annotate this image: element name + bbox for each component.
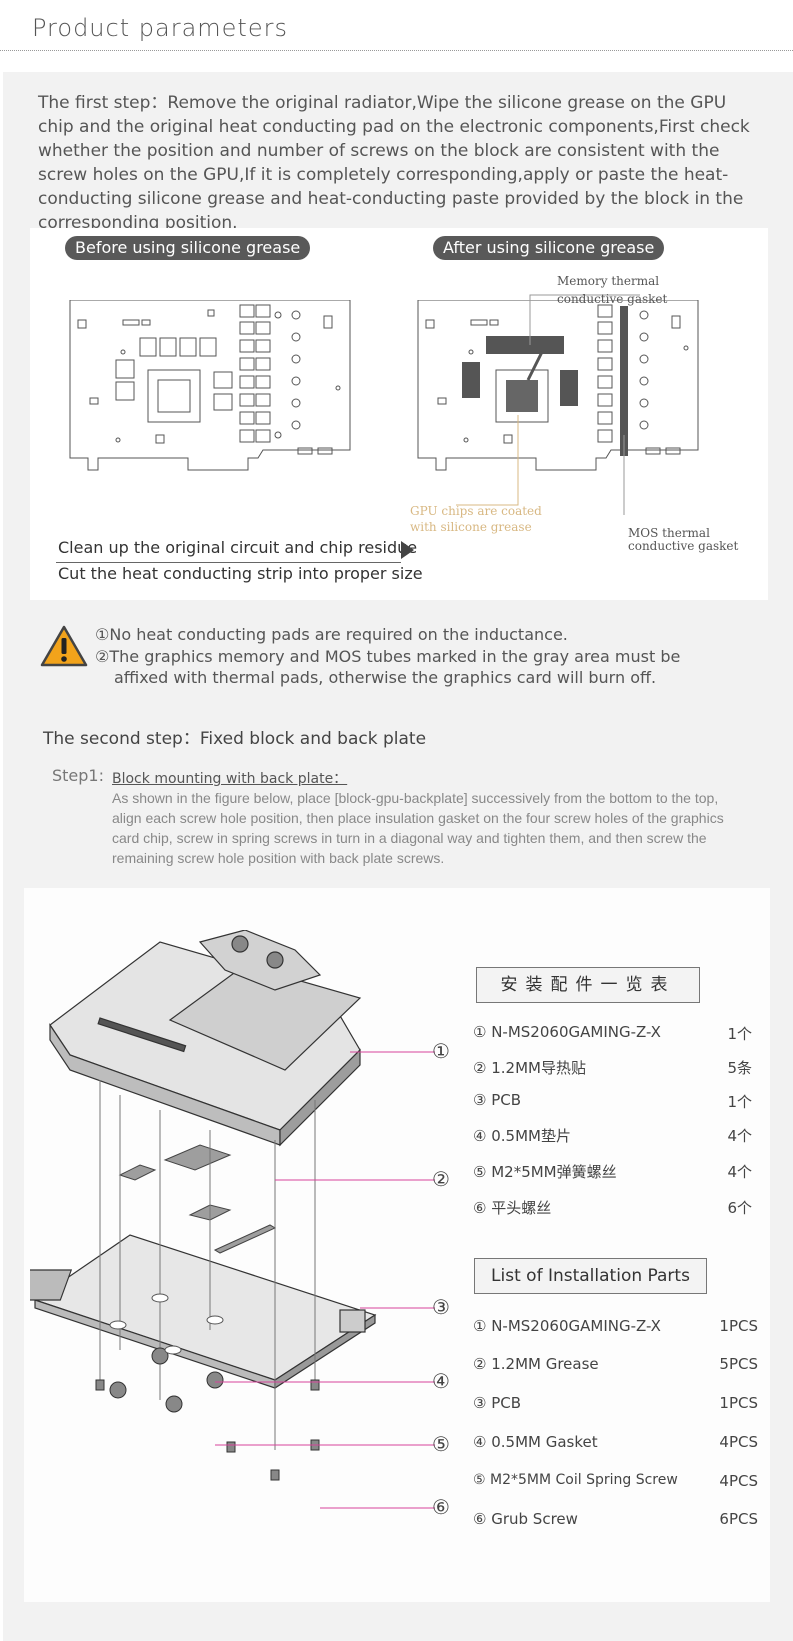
- mos-note-line1: MOS thermal: [628, 526, 710, 540]
- part-en-5: ⑤ M2*5MM Coil Spring Screw: [473, 1472, 678, 1488]
- step1-label: Step1:: [52, 766, 104, 785]
- play-arrow-icon: [401, 541, 414, 559]
- mos-note-line2: conductive gasket: [628, 539, 739, 553]
- warning-line-3: affixed with thermal pads, otherwise the…: [114, 668, 657, 687]
- part-en-1-qty: 1PCS: [719, 1317, 758, 1335]
- part-en-6-qty: 6PCS: [719, 1510, 758, 1528]
- part-cn-5: ⑤ M2*5MM弹簧螺丝: [473, 1163, 617, 1181]
- step-two-title: The second step：Fixed block and back pla…: [43, 729, 427, 749]
- part-cn-5-qty: 4个: [727, 1163, 752, 1181]
- part-cn-6: ⑥ 平头螺丝: [473, 1199, 552, 1217]
- clean-divider: [56, 562, 401, 563]
- callout-2: ②: [432, 1167, 450, 1191]
- exploded-assembly-diagram: [30, 930, 377, 1481]
- grease-diagram-card: [30, 228, 768, 600]
- pcb-before-diagram: [69, 300, 351, 471]
- after-label: After using silicone grease: [433, 236, 665, 260]
- part-en-4-qty: 4PCS: [719, 1433, 758, 1451]
- part-cn-4-qty: 4个: [727, 1127, 752, 1145]
- part-cn-3-qty: 1个: [727, 1093, 752, 1111]
- part-en-3: ③ PCB: [473, 1394, 522, 1412]
- part-cn-1: ① N-MS2060GAMING-Z-X: [473, 1023, 661, 1041]
- gpu-note-line1: GPU chips are coated: [410, 504, 542, 518]
- step1-description: As shown in the figure below, place [blo…: [112, 790, 724, 866]
- step-one-text: The first step：Remove the original radia…: [38, 93, 750, 233]
- warning-line-2: ②The graphics memory and MOS tubes marke…: [95, 647, 681, 666]
- step1-title: Block mounting with back plate：: [112, 771, 348, 787]
- parts-list-cn-title: 安装配件一览表: [476, 967, 700, 1003]
- part-cn-2: ② 1.2MM导热贴: [473, 1059, 586, 1077]
- memory-note-line1: Memory thermal: [557, 274, 660, 288]
- page-header: Product parameters: [0, 0, 793, 60]
- callout-1: ①: [432, 1039, 450, 1063]
- callout-lines: [215, 1051, 435, 1509]
- pcb-after-diagram: [417, 300, 699, 471]
- part-cn-3: ③ PCB: [473, 1091, 522, 1109]
- header-divider: [0, 50, 793, 51]
- clean-instruction-2: Cut the heat conducting strip into prope…: [58, 564, 423, 583]
- part-en-2-qty: 5PCS: [719, 1355, 758, 1373]
- part-cn-2-qty: 5条: [727, 1059, 752, 1077]
- part-en-1: ① N-MS2060GAMING-Z-X: [473, 1317, 661, 1335]
- after-leader-lines: [456, 294, 640, 515]
- part-cn-1-qty: 1个: [727, 1025, 752, 1043]
- callout-3: ③: [432, 1295, 450, 1319]
- warning-icon: [40, 625, 88, 667]
- part-en-2: ② 1.2MM Grease: [473, 1355, 599, 1373]
- parts-list-en-title: List of Installation Parts: [474, 1258, 707, 1294]
- part-cn-4: ④ 0.5MM垫片: [473, 1127, 571, 1145]
- callout-4: ④: [432, 1369, 450, 1393]
- part-en-5-qty: 4PCS: [719, 1472, 758, 1490]
- warning-line-1: ①No heat conducting pads are required on…: [95, 625, 568, 644]
- gpu-note-line2: with silicone grease: [410, 520, 532, 534]
- clean-instruction-1: Clean up the original circuit and chip r…: [58, 538, 418, 557]
- part-en-6: ⑥ Grub Screw: [473, 1510, 578, 1528]
- page-title: Product parameters: [32, 14, 288, 42]
- callout-5: ⑤: [432, 1432, 450, 1456]
- part-en-4: ④ 0.5MM Gasket: [473, 1433, 598, 1451]
- memory-note-line2: conductive gasket: [557, 292, 668, 306]
- callout-6: ⑥: [432, 1495, 450, 1519]
- before-label: Before using silicone grease: [65, 236, 311, 260]
- part-en-3-qty: 1PCS: [719, 1394, 758, 1412]
- part-cn-6-qty: 6个: [727, 1199, 752, 1217]
